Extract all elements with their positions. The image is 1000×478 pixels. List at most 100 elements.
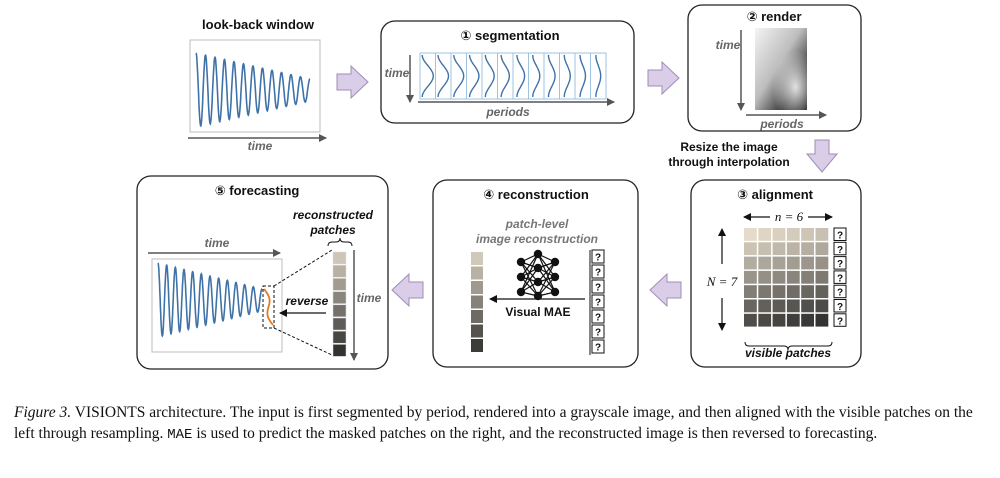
- nn-node: [516, 257, 526, 267]
- visible-patch: [801, 256, 814, 270]
- masked-input-patch: [591, 324, 605, 339]
- masked-patch-symbol: ?: [837, 302, 843, 313]
- visible-patch: [744, 256, 757, 270]
- resize-label-line1: Resize the image: [680, 140, 778, 154]
- caption-model-name-ts: TS: [127, 404, 146, 421]
- visible-patch: [815, 285, 829, 298]
- visible-patches-label: visible patches: [745, 346, 831, 360]
- visible-patches-brace: [744, 341, 833, 351]
- visible-patch: [801, 285, 814, 298]
- nn-node: [533, 277, 543, 287]
- visible-patch: [758, 228, 772, 241]
- masked-patch: [833, 256, 847, 270]
- reconstructed-patch-strip: [332, 251, 347, 357]
- visible-patch: [744, 313, 757, 327]
- visible-patch: [744, 285, 757, 298]
- reconstructed-strip-patch: [332, 291, 347, 304]
- masked-patch: [833, 284, 847, 299]
- visible-patch: [772, 242, 786, 256]
- reconstructed-patch-column: [471, 252, 483, 352]
- render-time-label: time: [716, 38, 741, 52]
- caption-model-name-rest: ISION: [85, 404, 128, 421]
- resize-label-line2: through interpolation: [668, 155, 789, 169]
- visible-patch: [786, 270, 800, 284]
- reconstructed-strip-patch: [332, 304, 347, 318]
- render-title: ② render: [746, 9, 801, 24]
- period-segment-line: [579, 54, 587, 98]
- segmentation-period-cells: [419, 52, 607, 100]
- period-segment-line: [468, 55, 480, 97]
- period-segment-line: [532, 54, 541, 98]
- reconstruction-title: ④ reconstruction: [483, 187, 589, 202]
- nn-node: [533, 263, 543, 273]
- period-segment-line: [484, 55, 495, 97]
- reconstructed-patch: [471, 295, 483, 309]
- reconstructed-patch: [471, 324, 483, 338]
- forecast-time-label-top: time: [205, 236, 230, 250]
- visible-patch: [815, 256, 829, 270]
- nn-node: [550, 257, 560, 267]
- visual-mae-label: Visual MAE: [505, 305, 570, 319]
- masked-patch: [833, 313, 847, 327]
- reconstructed-patch: [471, 266, 483, 280]
- caption-text-part1: architecture. The input is first segment…: [14, 404, 973, 442]
- masked-patch-symbol: ?: [837, 273, 843, 284]
- masked-input-patch: [591, 249, 605, 264]
- visible-patch: [815, 270, 829, 284]
- visible-patch: [772, 299, 786, 313]
- visible-patch: [801, 270, 814, 284]
- zoom-line-top: [273, 249, 333, 287]
- alignment-title: ③ alignment: [737, 187, 814, 202]
- visible-patch: [815, 313, 829, 327]
- reconstructed-strip-patch: [332, 330, 347, 344]
- masked-patch-column: ???????: [833, 227, 847, 327]
- period-segment-line: [516, 54, 526, 98]
- visible-patch: [772, 285, 786, 298]
- visible-patch: [801, 313, 814, 327]
- visible-patch: [786, 299, 800, 313]
- architecture-diagram: look-back window time ① segmentation tim…: [136, 4, 862, 370]
- reconstruction-panel: [432, 179, 639, 368]
- history-series-line: [157, 262, 263, 338]
- nn-edge: [520, 267, 539, 293]
- visible-patch: [758, 313, 772, 327]
- lookback-time-label: time: [248, 139, 273, 153]
- nn-edge: [537, 261, 556, 297]
- visible-patch: [786, 256, 800, 270]
- masked-input-symbol: ?: [595, 298, 601, 309]
- nn-node: [550, 272, 560, 282]
- reconstructed-strip-patch: [332, 251, 347, 265]
- forecast-series-line: [263, 288, 274, 326]
- masked-input-symbol: ?: [595, 313, 601, 324]
- visible-patch: [758, 285, 772, 298]
- reconstructed-strip-patch: [332, 344, 347, 357]
- masked-patch-symbol: ?: [837, 245, 843, 256]
- forecast-time-label-side: time: [357, 291, 382, 305]
- visible-patch: [772, 313, 786, 327]
- masked-patch: [833, 270, 847, 284]
- masked-patch-symbol: ?: [837, 288, 843, 299]
- reverse-label: reverse: [286, 294, 329, 308]
- zoom-line-bottom: [273, 327, 333, 356]
- period-segment-line: [453, 54, 465, 98]
- lookback-series-line: [195, 52, 311, 128]
- visible-patch: [786, 242, 800, 256]
- render-periods-label: periods: [759, 117, 804, 131]
- figure-caption: Figure 3. VISIONTS architecture. The inp…: [14, 402, 992, 446]
- nn-edge: [520, 253, 539, 293]
- nn-node: [516, 272, 526, 282]
- flow-arrow-1: [336, 64, 369, 100]
- nn-edge: [537, 276, 556, 297]
- nn-edge: [537, 261, 556, 283]
- neural-network-icon: [516, 249, 560, 301]
- n-columns-label: n = 6: [775, 209, 804, 224]
- nn-node: [516, 287, 526, 297]
- visible-patch: [786, 285, 800, 298]
- N-rows-label: N = 7: [706, 274, 738, 289]
- visible-patch: [815, 242, 829, 256]
- visible-patch: [758, 256, 772, 270]
- visible-patch: [801, 299, 814, 313]
- caption-model-name-v: V: [74, 404, 86, 421]
- visible-patch: [772, 256, 786, 270]
- period-segment-line: [421, 55, 435, 97]
